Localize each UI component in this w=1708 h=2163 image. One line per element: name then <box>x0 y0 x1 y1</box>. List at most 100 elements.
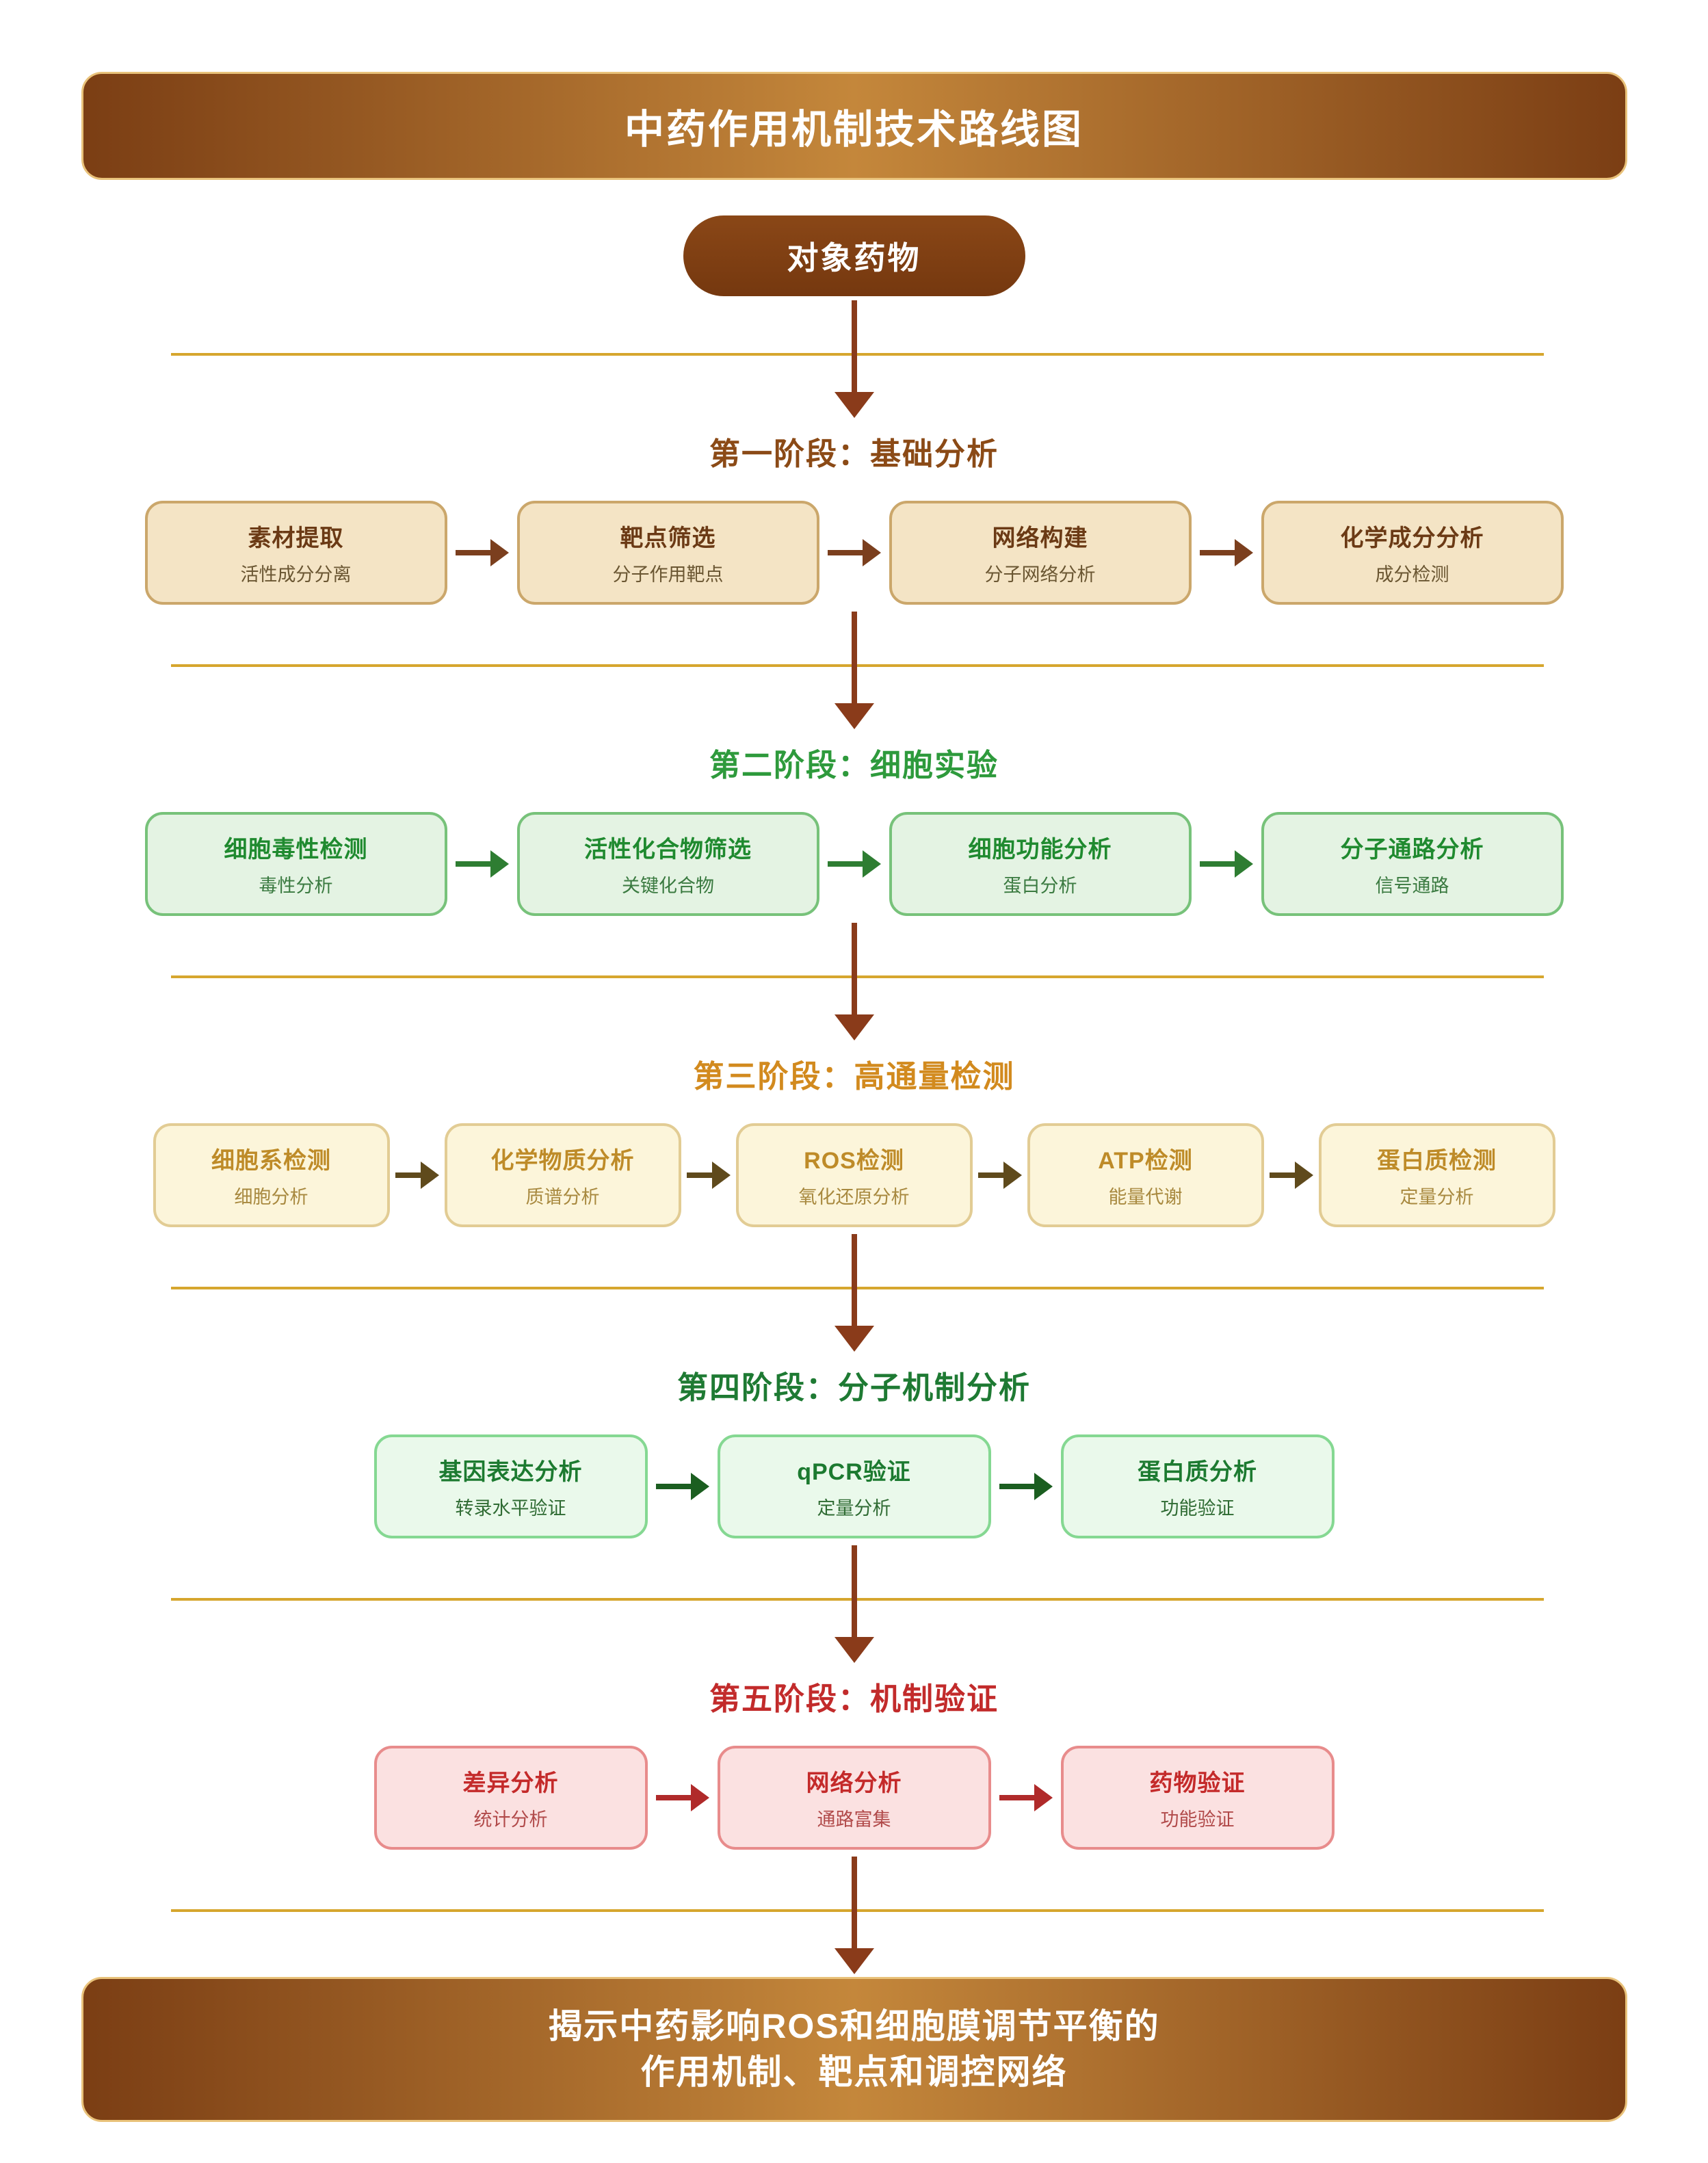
conclusion-line-2: 作用机制、靶点和调控网络 <box>640 2053 1068 2091</box>
flow-node: 差异分析 统计分析 <box>373 1746 648 1850</box>
right-arrow-icon <box>999 1783 1053 1813</box>
flow-node: 基因表达分析 转录水平验证 <box>373 1434 648 1538</box>
stage-3-row: 细胞系检测 细胞分析 化学物质分析 质谱分析 ROS检测 氧化还原分析 ATP检… <box>0 1120 1708 1230</box>
down-arrow-icon <box>834 300 875 418</box>
flow-node: ROS检测 氧化还原分析 <box>735 1123 973 1227</box>
node-title: 细胞毒性检测 <box>224 837 368 863</box>
diagram-title-bar: 中药作用机制技术路线图 <box>81 72 1627 180</box>
flow-node: 分子通路分析 信号通路 <box>1261 812 1564 916</box>
down-arrow-icon <box>834 1857 875 1974</box>
node-title: 差异分析 <box>462 1770 559 1796</box>
down-arrow-icon <box>834 612 875 729</box>
flow-connector <box>0 1234 1708 1352</box>
stage-5-row: 差异分析 统计分析 网络分析 通路富集 药物验证 功能验证 <box>0 1743 1708 1852</box>
stage-1-row: 素材提取 活性成分分离 靶点筛选 分子作用靶点 网络构建 分子网络分析 化学成分… <box>0 498 1708 607</box>
node-subtitle: 毒性分析 <box>259 876 333 896</box>
node-subtitle: 成分检测 <box>1375 564 1449 585</box>
flow-connector <box>0 300 1708 418</box>
conclusion-line-1: 揭示中药影响ROS和细胞膜调节平衡的 <box>548 2006 1160 2045</box>
stage-2-label: 第二阶段：细胞实验 <box>709 748 999 783</box>
down-arrow-icon <box>834 1234 875 1352</box>
right-arrow-icon <box>828 849 881 879</box>
node-title: 网络构建 <box>992 525 1088 551</box>
node-subtitle: 定量分析 <box>1400 1187 1474 1207</box>
node-subtitle: 分子作用靶点 <box>612 564 724 585</box>
right-arrow-icon <box>656 1783 709 1813</box>
node-subtitle: 定量分析 <box>817 1498 891 1519</box>
diagram-title: 中药作用机制技术路线图 <box>624 107 1083 152</box>
node-title: 靶点筛选 <box>620 525 716 551</box>
node-subtitle: 活性成分分离 <box>240 564 352 585</box>
right-arrow-icon <box>999 1471 1053 1502</box>
node-subtitle: 关键化合物 <box>622 876 714 896</box>
right-arrow-icon <box>1200 538 1253 568</box>
flow-node: ATP检测 能量代谢 <box>1027 1123 1264 1227</box>
node-title: 化学物质分析 <box>490 1148 635 1174</box>
right-arrow-icon <box>456 849 509 879</box>
node-title: 蛋白质分析 <box>1138 1459 1257 1485</box>
stage-5-label: 第五阶段：机制验证 <box>709 1681 999 1716</box>
flow-node: 活性化合物筛选 关键化合物 <box>516 812 819 916</box>
node-title: 基因表达分析 <box>438 1459 583 1485</box>
right-arrow-icon <box>978 1160 1022 1190</box>
flow-connector <box>0 1545 1708 1663</box>
node-subtitle: 氧化还原分析 <box>798 1187 910 1207</box>
stage-4-label: 第四阶段：分子机制分析 <box>676 1370 1031 1405</box>
flow-connector <box>0 1857 1708 1974</box>
flow-connector <box>0 923 1708 1040</box>
down-arrow-icon <box>834 923 875 1040</box>
node-subtitle: 功能验证 <box>1160 1498 1235 1519</box>
node-title: 药物验证 <box>1149 1770 1246 1796</box>
down-arrow-icon <box>834 1545 875 1663</box>
node-subtitle: 统计分析 <box>473 1809 548 1830</box>
node-title: 细胞功能分析 <box>968 837 1112 863</box>
source-node-label: 对象药物 <box>787 240 921 276</box>
flow-node: 细胞系检测 细胞分析 <box>153 1123 390 1227</box>
node-title: ROS检测 <box>804 1148 904 1174</box>
node-subtitle: 分子网络分析 <box>984 564 1096 585</box>
node-subtitle: 功能验证 <box>1160 1809 1235 1830</box>
node-subtitle: 通路富集 <box>817 1809 891 1830</box>
node-title: 活性化合物筛选 <box>584 837 752 863</box>
node-title: ATP检测 <box>1098 1148 1193 1174</box>
flow-node: 素材提取 活性成分分离 <box>144 501 447 605</box>
node-subtitle: 蛋白分析 <box>1003 876 1077 896</box>
flow-node: 蛋白质分析 功能验证 <box>1060 1434 1335 1538</box>
flow-connector <box>0 612 1708 729</box>
flow-node: qPCR验证 定量分析 <box>717 1434 991 1538</box>
node-title: 细胞系检测 <box>211 1148 331 1174</box>
flow-node: 细胞功能分析 蛋白分析 <box>889 812 1192 916</box>
node-title: 网络分析 <box>806 1770 902 1796</box>
right-arrow-icon <box>656 1471 709 1502</box>
right-arrow-icon <box>1270 1160 1313 1190</box>
right-arrow-icon <box>687 1160 731 1190</box>
node-subtitle: 转录水平验证 <box>455 1498 566 1519</box>
right-arrow-icon <box>1200 849 1253 879</box>
node-subtitle: 信号通路 <box>1375 876 1449 896</box>
stage-2-row: 细胞毒性检测 毒性分析 活性化合物筛选 关键化合物 细胞功能分析 蛋白分析 分子… <box>0 809 1708 919</box>
flow-node: 靶点筛选 分子作用靶点 <box>516 501 819 605</box>
right-arrow-icon <box>395 1160 439 1190</box>
flow-node: 细胞毒性检测 毒性分析 <box>144 812 447 916</box>
right-arrow-icon <box>456 538 509 568</box>
node-subtitle: 细胞分析 <box>234 1187 308 1207</box>
right-arrow-icon <box>828 538 881 568</box>
node-title: 分子通路分析 <box>1340 837 1484 863</box>
node-title: qPCR验证 <box>797 1459 911 1485</box>
stage-1-label: 第一阶段：基础分析 <box>709 436 999 471</box>
flow-node: 网络构建 分子网络分析 <box>889 501 1192 605</box>
node-title: 化学成分分析 <box>1340 525 1484 551</box>
stage-3-label: 第三阶段：高通量检测 <box>693 1059 1015 1094</box>
stage-4-row: 基因表达分析 转录水平验证 qPCR验证 定量分析 蛋白质分析 功能验证 <box>0 1432 1708 1541</box>
node-subtitle: 能量代谢 <box>1108 1187 1183 1207</box>
flow-node: 药物验证 功能验证 <box>1060 1746 1335 1850</box>
node-subtitle: 质谱分析 <box>525 1187 600 1207</box>
conclusion-banner: 揭示中药影响ROS和细胞膜调节平衡的 作用机制、靶点和调控网络 <box>81 1977 1627 2122</box>
flow-node: 化学成分分析 成分检测 <box>1261 501 1564 605</box>
source-node: 对象药物 <box>683 215 1025 296</box>
node-title: 蛋白质检测 <box>1377 1148 1497 1174</box>
flow-node: 蛋白质检测 定量分析 <box>1318 1123 1555 1227</box>
flow-node: 网络分析 通路富集 <box>717 1746 991 1850</box>
flow-node: 化学物质分析 质谱分析 <box>444 1123 681 1227</box>
